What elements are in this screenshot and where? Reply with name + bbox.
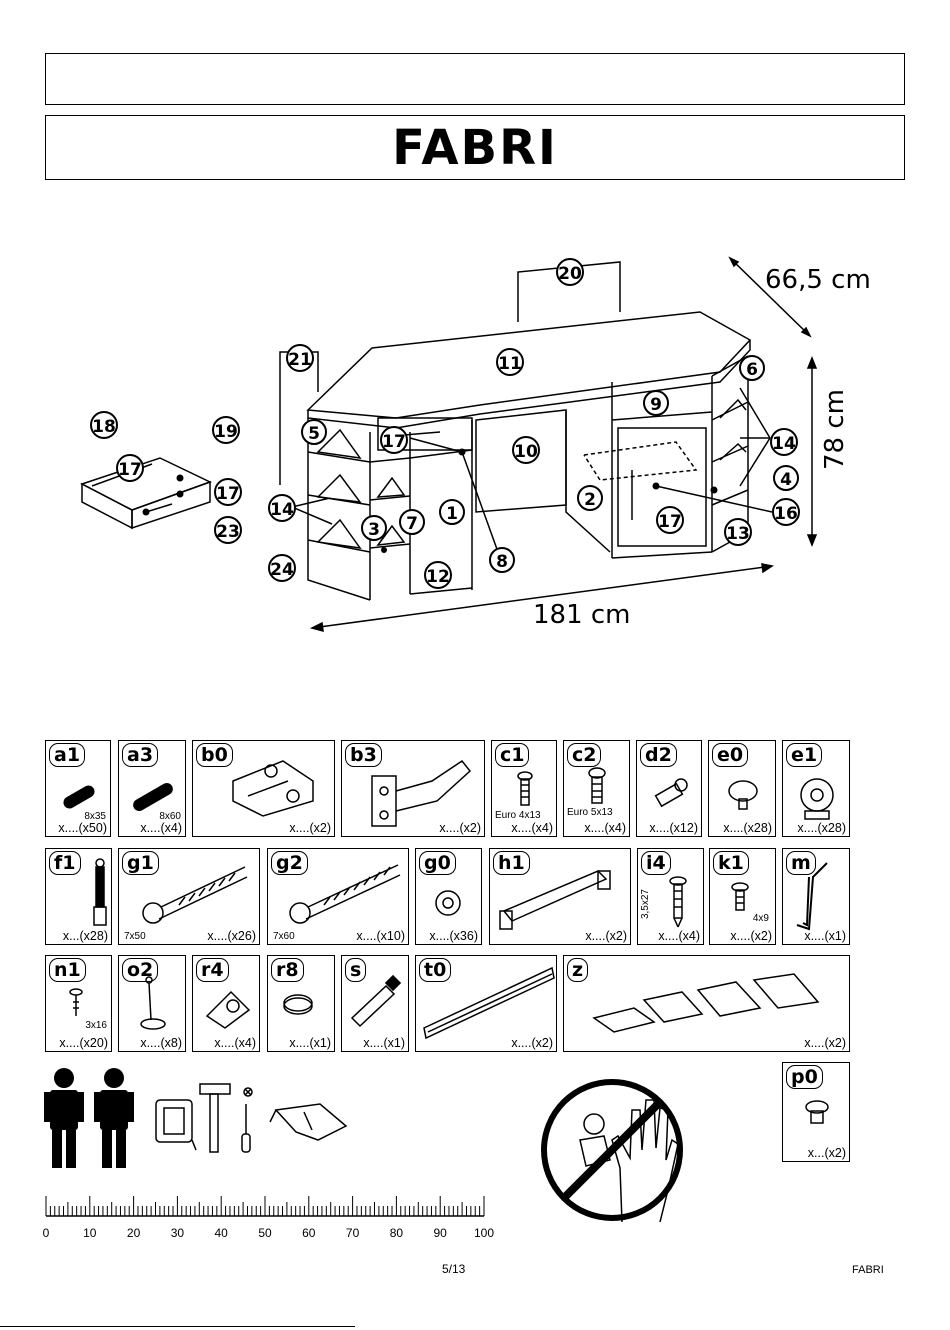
callout-1: 1	[439, 499, 465, 525]
part-r4: r4 x....(x4)	[192, 955, 260, 1052]
svg-text:10: 10	[514, 442, 538, 462]
part-z: z x....(x2)	[563, 955, 850, 1052]
svg-text:6: 6	[746, 360, 758, 380]
callout-17: 17	[380, 426, 408, 454]
svg-text:17: 17	[658, 512, 682, 532]
part-h1: h1 x....(x2)	[489, 848, 631, 945]
callout-12: 12	[424, 561, 452, 589]
page-title: FABRI	[392, 119, 558, 176]
svg-text:14: 14	[270, 500, 294, 520]
ruler-label: 80	[389, 1226, 404, 1240]
svg-text:4: 4	[780, 470, 792, 490]
ruler-label: 10	[83, 1226, 97, 1240]
callout-22: 20	[556, 258, 584, 286]
callout-14-left: 14	[268, 494, 296, 522]
part-r8: r8 x....(x1)	[267, 955, 335, 1052]
ruler-label: 40	[214, 1226, 228, 1240]
ruler-label: 100	[473, 1226, 495, 1240]
part-g0: g0 x....(x36)	[415, 848, 482, 945]
callout-9: 9	[643, 390, 669, 416]
callout-21: 23	[214, 516, 242, 544]
width-dimension: 181 cm	[533, 600, 631, 630]
part-b0: b0 x....(x2)	[192, 740, 335, 837]
part-d2: d2 x....(x12)	[636, 740, 702, 837]
callout-2: 2	[577, 485, 603, 511]
svg-text:12: 12	[426, 567, 450, 587]
callout-15: 16	[772, 498, 800, 526]
svg-text:8: 8	[496, 552, 508, 572]
bottom-rule	[0, 1326, 355, 1327]
footer-product: FABRI	[852, 1264, 884, 1276]
part-s: s x....(x1)	[341, 955, 409, 1052]
svg-text:21: 21	[288, 350, 312, 370]
callout-6: 6	[739, 355, 765, 381]
depth-dimension: 66,5 cm	[765, 265, 871, 295]
callout-20: 18	[90, 411, 118, 439]
ruler-label: 50	[258, 1226, 272, 1240]
svg-text:24: 24	[270, 560, 294, 580]
ruler-label: 90	[433, 1226, 447, 1240]
part-e1: e1 x....(x28)	[782, 740, 850, 837]
part-t0: t0 x....(x2)	[415, 955, 557, 1052]
callout-7: 7	[399, 509, 425, 535]
part-g1: g1 7x50 x....(x26)	[118, 848, 260, 945]
callout-3: 3	[361, 515, 387, 541]
part-f1: f1 x...(x28)	[45, 848, 112, 945]
part-a1: a1 8x35 x....(x50)	[45, 740, 111, 837]
part-p0: p0 x...(x2)	[782, 1062, 850, 1162]
svg-text:9: 9	[650, 395, 662, 415]
svg-text:23: 23	[216, 522, 240, 542]
ruler-label: 60	[302, 1226, 316, 1240]
callout-23: 21	[286, 344, 314, 372]
part-o2: o2 x....(x8)	[118, 955, 186, 1052]
page-number: 5/13	[442, 1262, 466, 1276]
svg-text:3: 3	[368, 520, 380, 540]
callout-4: 4	[773, 465, 799, 491]
svg-text:5: 5	[308, 424, 320, 444]
callout-19: 19	[212, 416, 240, 444]
svg-text:14: 14	[772, 434, 796, 454]
callout-13: 13	[724, 518, 752, 546]
svg-text:11: 11	[498, 354, 522, 374]
callout-17-drawer: 17	[214, 478, 242, 506]
part-n1: n1 3x16 x....(x20)	[45, 955, 112, 1052]
callout-16: 17	[656, 506, 684, 534]
callout-8: 8	[489, 547, 515, 573]
desk-assembly-diagram: 20 21 11 6 9 5 17 10 14 4 2 16 17 13 1 7…	[80, 256, 818, 633]
ruler-label: 70	[345, 1226, 360, 1240]
header-top-box	[45, 53, 905, 105]
part-c1: c1 Euro 4x13 x....(x4)	[491, 740, 557, 837]
callout-10: 10	[512, 436, 540, 464]
ruler-label: 0	[42, 1226, 50, 1240]
callout-label: 20	[558, 264, 582, 284]
ruler-label: 20	[126, 1226, 141, 1240]
callout-24: 24	[268, 554, 296, 582]
part-a3: a3 8x60 x....(x4)	[118, 740, 186, 837]
svg-text:17: 17	[382, 432, 406, 452]
part-c2: c2 Euro 5x13 x....(x4)	[563, 740, 630, 837]
svg-text:2: 2	[584, 490, 596, 510]
height-dimension: 78 cm	[820, 389, 850, 470]
callout-18: 17	[116, 454, 144, 482]
callout-5: 5	[301, 419, 327, 445]
callout-11: 11	[496, 348, 524, 376]
part-b3: b3 x....(x2)	[341, 740, 485, 837]
header-title-box: FABRI	[45, 115, 905, 180]
svg-text:17: 17	[216, 484, 240, 504]
svg-text:16: 16	[774, 504, 798, 524]
callout-14-right: 14	[770, 428, 798, 456]
ruler-label: 30	[170, 1226, 185, 1240]
svg-text:13: 13	[726, 524, 750, 544]
part-i4: i4 3,5x27 x....(x4)	[637, 848, 704, 945]
svg-text:18: 18	[92, 417, 116, 437]
svg-text:17: 17	[118, 460, 142, 480]
part-m: m x....(x1)	[782, 848, 850, 945]
part-e0: e0 x....(x28)	[708, 740, 776, 837]
part-k1: k1 4x9 x....(x2)	[709, 848, 776, 945]
svg-text:7: 7	[406, 514, 418, 534]
svg-text:1: 1	[446, 504, 458, 524]
svg-text:19: 19	[214, 422, 238, 442]
part-g2: g2 7x60 x....(x10)	[267, 848, 409, 945]
